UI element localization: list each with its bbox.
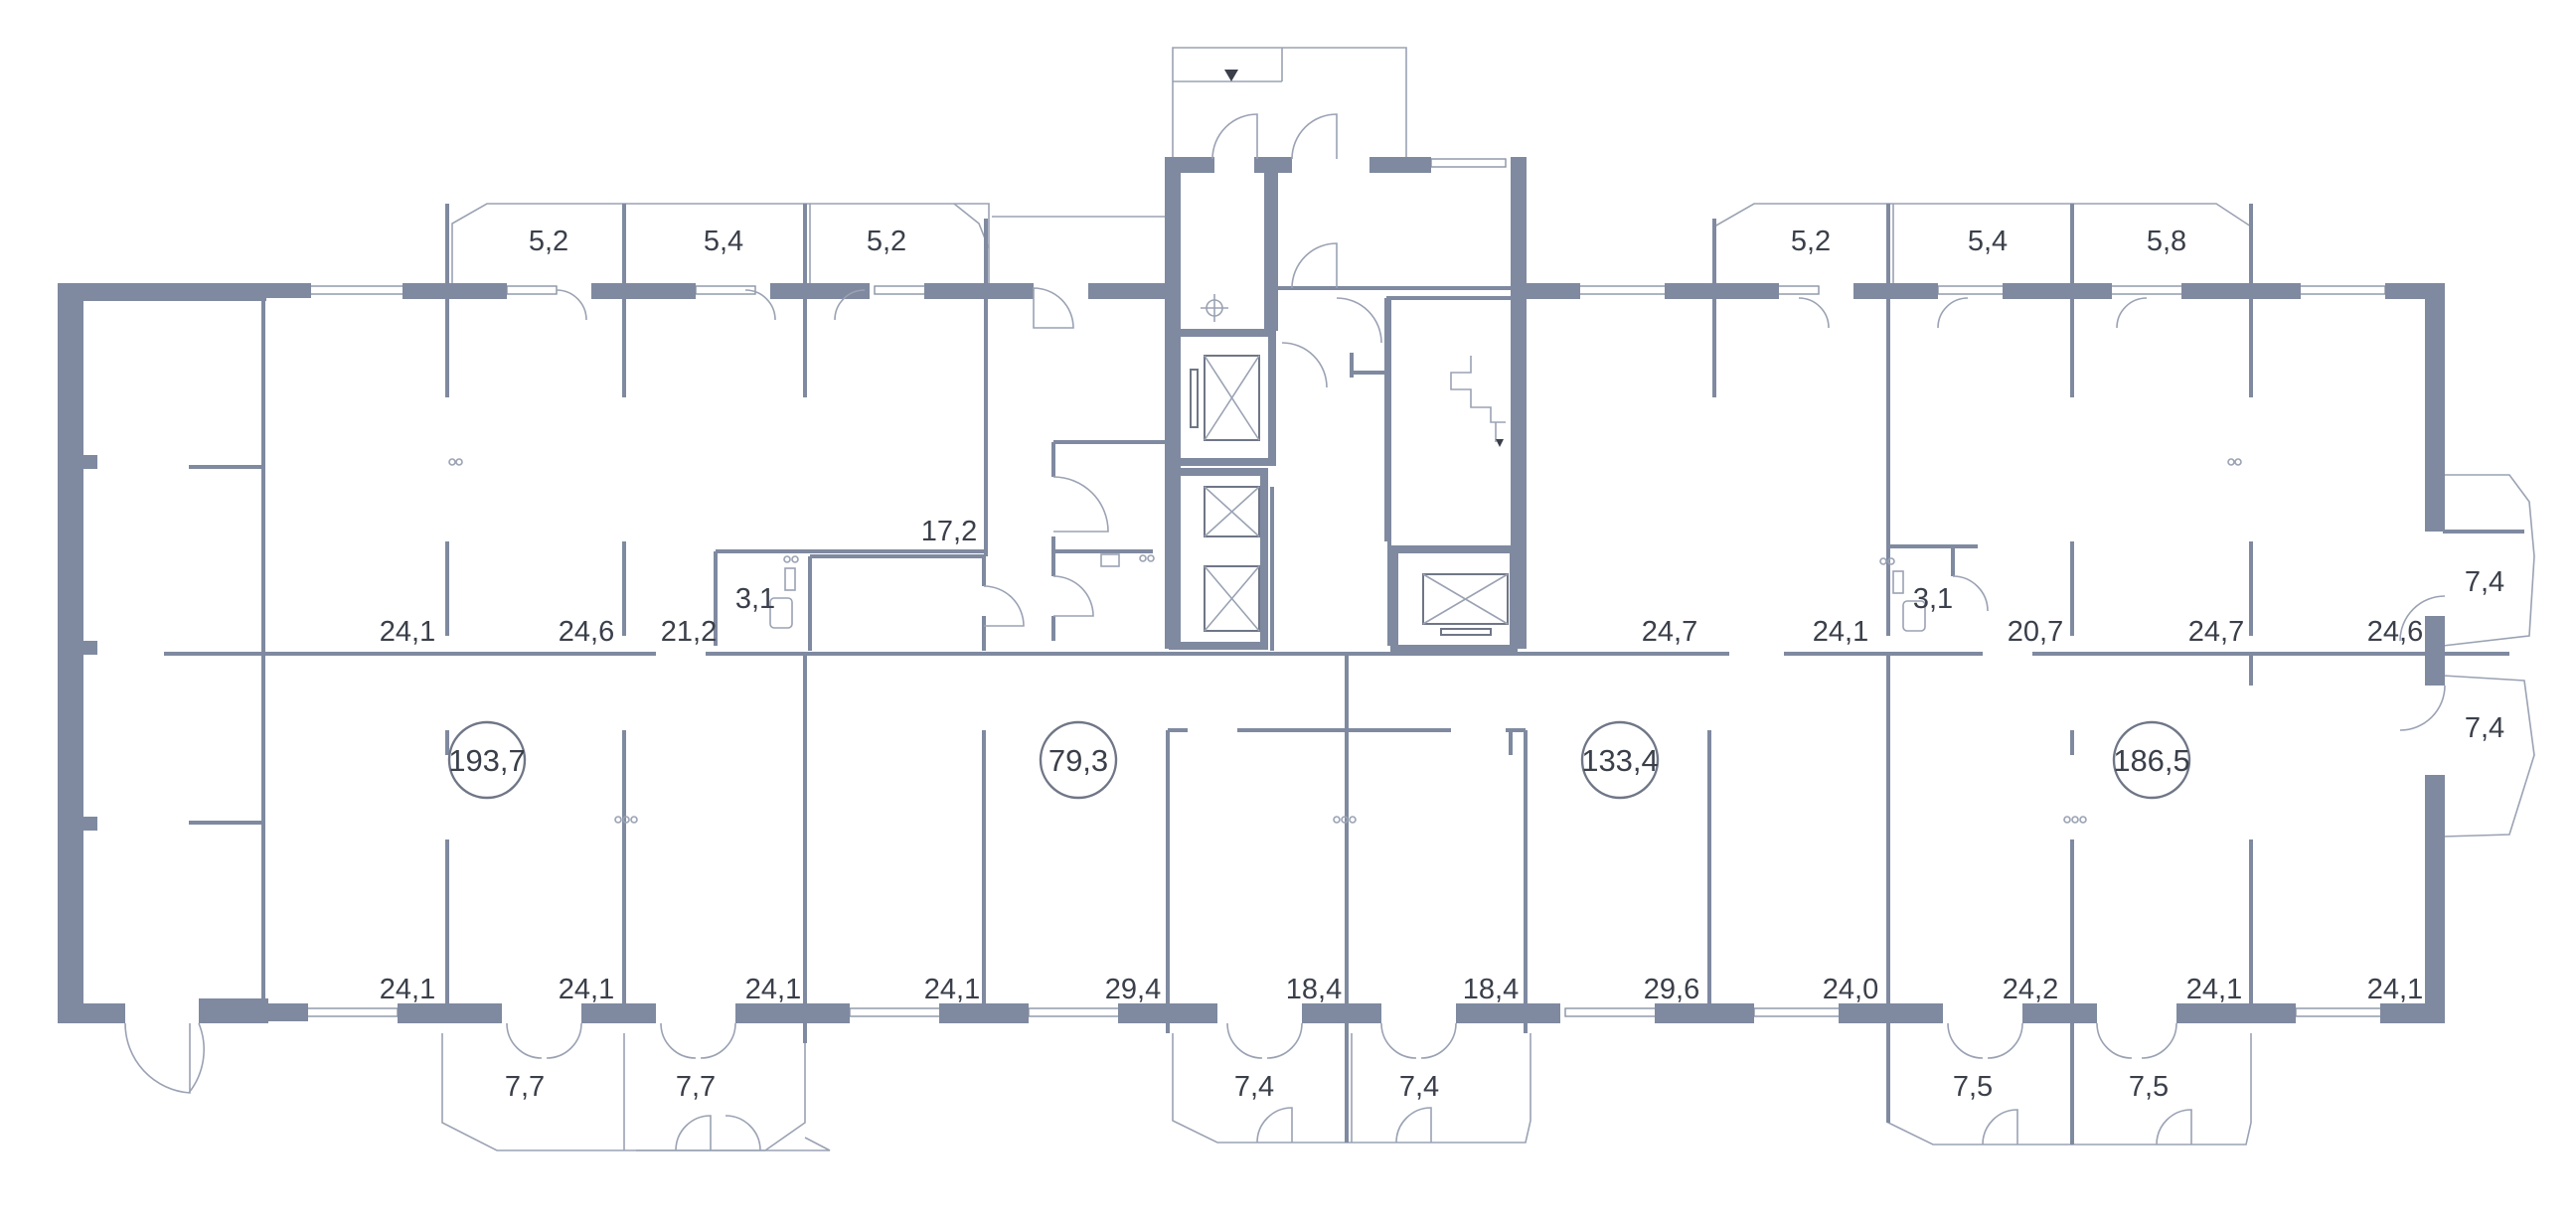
room-area: 29,4	[1105, 974, 1161, 1005]
unit-area-3: 133,4	[1580, 720, 1660, 800]
room-area: 18,4	[1286, 974, 1342, 1005]
bottom-row-labels: 24,1 24,1 24,1 24,1 29,4 18,4 18,4 29,6 …	[380, 974, 2423, 1005]
unit-area-4: 186,5	[2112, 720, 2191, 800]
unit-area-label: 133,4	[1581, 743, 1659, 778]
room-area: 24,7	[2188, 616, 2244, 648]
unit-area-1: 193,7	[447, 720, 527, 800]
balcony-area: 5,2	[529, 226, 568, 257]
wc-area-left: 3,1	[735, 583, 775, 615]
balcony-area: 7,4	[1234, 1071, 1274, 1103]
room-area: 29,6	[1644, 974, 1699, 1005]
balcony-area: 7,5	[1953, 1071, 1993, 1103]
balcony-area: 5,2	[1791, 226, 1831, 257]
room-area: 24,1	[924, 974, 980, 1005]
room-area: 24,0	[1823, 974, 1878, 1005]
lift-cab-1	[1190, 355, 1260, 441]
windows	[297, 158, 2386, 1017]
balcony-area: 5,2	[867, 226, 906, 257]
unit-area-label: 193,7	[448, 743, 526, 778]
exterior-walls	[58, 157, 2445, 1023]
lift-cab-3	[1422, 573, 1509, 636]
room-area: 21,2	[661, 616, 717, 648]
balcony-area: 7,4	[2465, 566, 2504, 598]
balcony-area: 7,5	[2129, 1071, 2169, 1103]
interior-walls	[83, 204, 2524, 1145]
room-area: 24,7	[1642, 616, 1697, 648]
balcony-area: 7,4	[2465, 712, 2504, 744]
room-area: 24,1	[559, 974, 614, 1005]
room-area: 18,4	[1463, 974, 1519, 1005]
mid-row-labels: 24,1 24,6 21,2 24,7 24,1 20,7 24,7 24,6	[380, 616, 2423, 648]
balcony-area: 7,4	[1399, 1071, 1439, 1103]
bottom-balcony-labels: 7,7 7,7 7,4 7,4 7,5 7,5	[505, 1071, 2169, 1103]
room-area: 24,1	[2186, 974, 2242, 1005]
unit-area-label: 79,3	[1048, 743, 1108, 778]
lift-cab-2	[1204, 486, 1260, 632]
shaft-marker	[1201, 294, 1228, 322]
room-area: 24,1	[380, 616, 435, 648]
bathroom-fixtures	[769, 553, 1926, 632]
room-area: 20,7	[2008, 616, 2063, 648]
wc-area-right: 3,1	[1913, 583, 1953, 615]
hall-area: 17,2	[921, 516, 977, 547]
balcony-area: 5,4	[704, 226, 743, 257]
room-area: 24,1	[2367, 974, 2423, 1005]
side-balcony-labels: 7,4 7,4	[2465, 566, 2504, 744]
balcony-area: 7,7	[676, 1071, 716, 1103]
top-balcony-labels: 5,2 5,4 5,2 5,2 5,4 5,8	[529, 226, 2186, 257]
room-area: 24,1	[380, 974, 435, 1005]
room-area: 24,2	[2003, 974, 2058, 1005]
room-markers	[448, 458, 2242, 824]
balcony-outlines	[441, 47, 2535, 1151]
room-area: 24,1	[1813, 616, 1868, 648]
room-area: 24,6	[559, 616, 614, 648]
unit-area-label: 186,5	[2113, 743, 2190, 778]
unit-area-2: 79,3	[1039, 720, 1118, 800]
door-swings	[124, 113, 2446, 1151]
balcony-area: 5,4	[1968, 226, 2008, 257]
balcony-area: 7,7	[505, 1071, 545, 1103]
room-area: 24,6	[2367, 616, 2423, 648]
room-area: 24,1	[745, 974, 801, 1005]
balcony-area: 5,8	[2147, 226, 2186, 257]
stairs	[1450, 356, 1506, 447]
